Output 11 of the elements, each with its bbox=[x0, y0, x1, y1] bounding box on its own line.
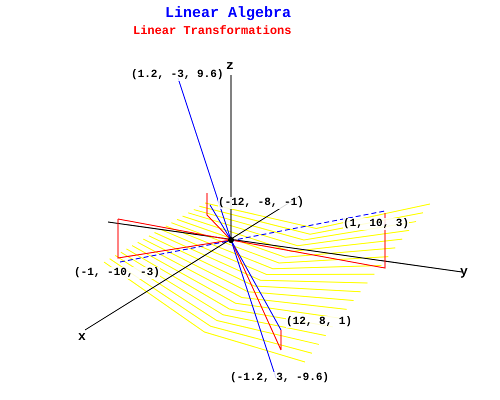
title: Linear Algebra bbox=[165, 5, 292, 22]
axis-label: x bbox=[78, 329, 86, 344]
axis-label: z bbox=[226, 58, 234, 73]
point-label: (-1.2, 3, -9.6) bbox=[230, 372, 330, 384]
point-label: (12, 8, 1) bbox=[286, 316, 352, 328]
point-label: (-12, -8, -1) bbox=[218, 197, 304, 209]
axis-label: y bbox=[460, 264, 468, 279]
subtitle: Linear Transformations bbox=[133, 24, 292, 38]
point-label: (1, 10, 3) bbox=[343, 218, 410, 230]
point-label: (-1, -10, -3) bbox=[74, 267, 160, 279]
point-label: (1.2, -3, 9.6) bbox=[131, 69, 224, 81]
